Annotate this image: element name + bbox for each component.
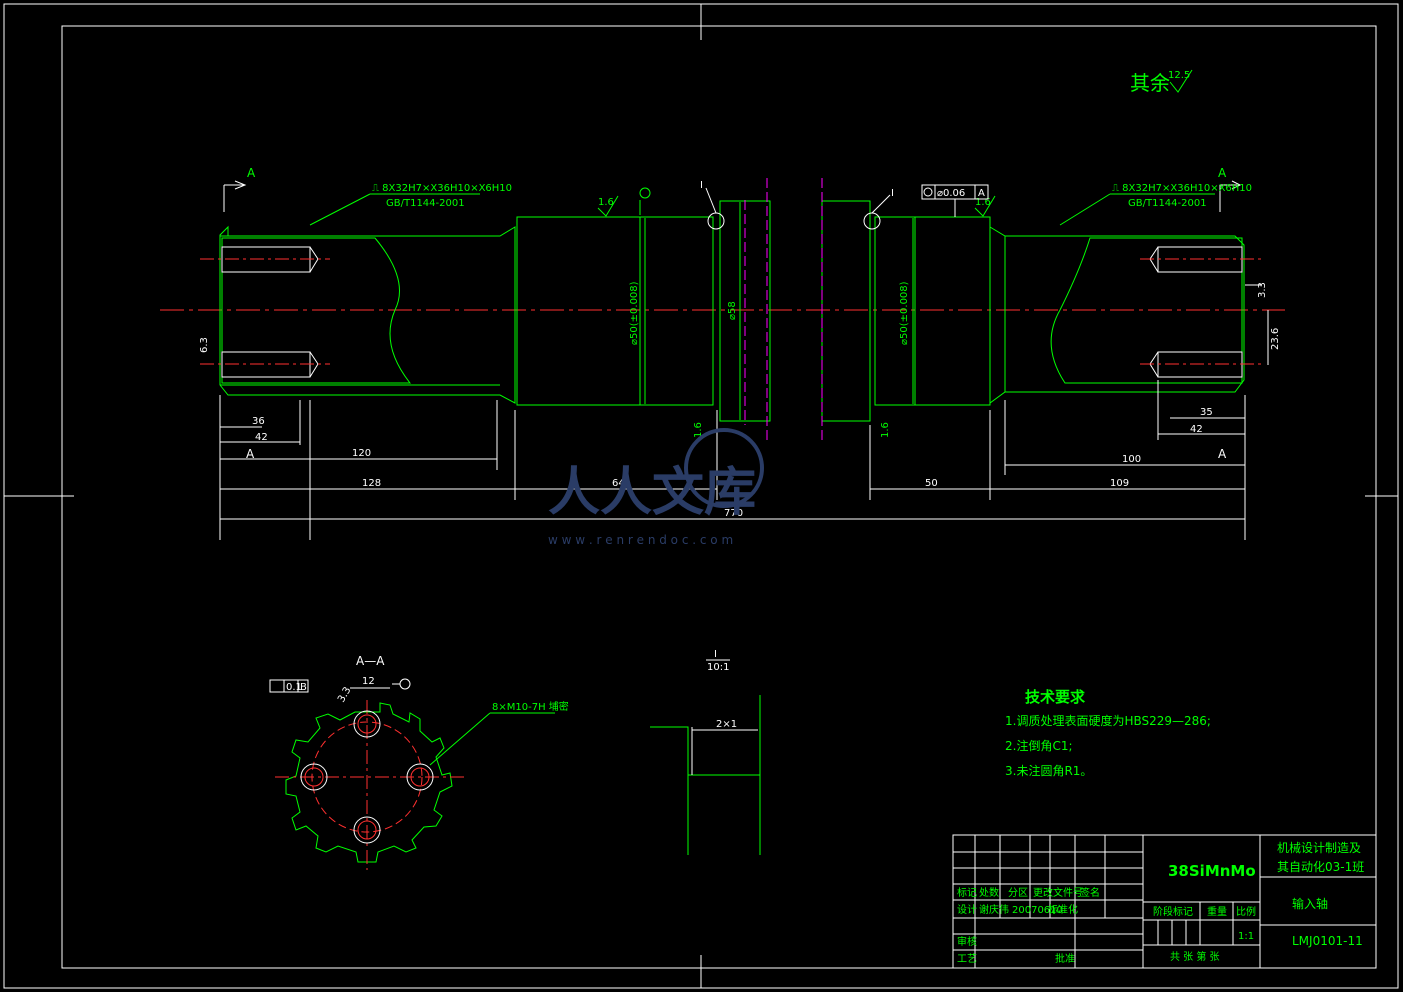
section-mark-bottom-right: A	[1218, 447, 1227, 461]
section-view-aa: A—A 12 3.3 0.1 B 8×M10-7H 埔密	[269, 654, 569, 870]
material: 38SiMnMo	[1168, 862, 1256, 880]
svg-text:42: 42	[255, 432, 268, 443]
tech-item-1: 1.调质处理表面硬度为HBS229—286;	[1005, 713, 1211, 728]
section-mark-right: A	[1218, 166, 1242, 212]
shaft-outline	[219, 200, 1245, 422]
side-dims: 6.3 3.3 23.6	[199, 282, 1281, 365]
svg-text:128: 128	[362, 478, 381, 489]
svg-text:GB/T1144-2001: GB/T1144-2001	[386, 198, 465, 209]
detail-mark-left: I	[700, 180, 725, 230]
svg-text:3.3: 3.3	[1257, 282, 1268, 298]
break-lines	[744, 178, 823, 440]
section-hatch	[200, 237, 1262, 384]
svg-text:B: B	[300, 682, 307, 693]
tech-requirements: 技术要求 1.调质处理表面硬度为HBS229—286; 2.注倒角C1; 3.未…	[1005, 688, 1211, 778]
svg-text:签名: 签名	[1080, 886, 1100, 899]
roughness-value: 12.5	[1168, 70, 1190, 81]
svg-text:⌀50(±0.008): ⌀50(±0.008)	[629, 281, 640, 345]
roughness-note: 其余 12.5	[1130, 69, 1193, 95]
designer-name: 谢庆伟	[979, 903, 1009, 916]
svg-text:1.6: 1.6	[693, 422, 704, 438]
svg-text:6.3: 6.3	[199, 337, 210, 353]
tech-item-3: 3.未注圆角R1。	[1005, 763, 1092, 778]
svg-text:64: 64	[612, 478, 625, 489]
svg-text:770: 770	[724, 508, 743, 519]
roughness-label: 其余	[1130, 71, 1170, 95]
svg-text:1.6: 1.6	[975, 197, 991, 208]
svg-text:0.1: 0.1	[286, 682, 302, 693]
chamfer-label: 2×1	[716, 719, 737, 730]
tech-item-2: 2.注倒角C1;	[1005, 738, 1073, 753]
svg-text:标记: 标记	[957, 887, 977, 899]
svg-text:120: 120	[352, 448, 371, 459]
sheet-border	[3, 3, 1399, 989]
svg-text:12: 12	[362, 676, 375, 687]
roughness-symbol-icon	[1169, 69, 1193, 93]
svg-text:A: A	[1218, 166, 1227, 180]
section-view-title: A—A	[356, 654, 385, 668]
svg-text:109: 109	[1110, 478, 1129, 489]
section-mark-left: A	[223, 166, 256, 212]
watermark-url: w w w . r e n r e n d o c . c o m	[548, 533, 733, 547]
svg-text:36: 36	[252, 416, 265, 427]
svg-text:1.6: 1.6	[880, 422, 891, 438]
svg-text:23.6: 23.6	[1270, 328, 1281, 350]
svg-text:42: 42	[1190, 424, 1203, 435]
surface-marks: 1.6 1.6 1.6 1.6	[597, 187, 996, 438]
svg-text:A: A	[978, 188, 985, 199]
tech-title: 技术要求	[1025, 688, 1086, 706]
svg-text:I: I	[700, 180, 703, 191]
section-mark-bottom-left: A	[246, 447, 255, 461]
svg-text:50: 50	[925, 478, 938, 489]
svg-text:35: 35	[1200, 407, 1213, 418]
svg-text:1.6: 1.6	[598, 197, 614, 208]
datum-icon	[639, 187, 651, 199]
detail-view-title: I	[714, 649, 717, 660]
svg-text:批准: 批准	[1055, 952, 1075, 965]
svg-text:审核: 审核	[957, 935, 977, 948]
svg-text:设计: 设计	[957, 903, 977, 916]
datum-b-icon	[399, 678, 411, 690]
svg-text:分区: 分区	[1008, 887, 1028, 899]
school-line-1: 机械设计制造及	[1277, 840, 1361, 855]
svg-text:I: I	[891, 188, 894, 199]
detail-view-i: I 10:1 2×1	[650, 649, 761, 855]
spline-spec-right: ⎍ 8X32H7×X36H10×X6H10 GB/T1144-2001	[1059, 183, 1252, 226]
runout-icon	[923, 187, 933, 197]
svg-text:比例: 比例	[1236, 905, 1256, 918]
svg-text:⎍ 8X32H7×X36H10×X6H10: ⎍ 8X32H7×X36H10×X6H10	[372, 183, 512, 194]
detail-mark-right: I	[863, 188, 894, 230]
detail-view-scale: 10:1	[707, 662, 729, 673]
dimension-lines: 36 42 120 128 64 50 109 100 770 35 42	[219, 380, 1246, 540]
svg-text:⌀50(±0.008): ⌀50(±0.008)	[899, 281, 910, 345]
hole-note: 8×M10-7H 埔密	[492, 700, 569, 713]
svg-text:⎍ 8X32H7×X36H10×X6H10: ⎍ 8X32H7×X36H10×X6H10	[1112, 183, 1252, 194]
drawing-number: LMJ0101-11	[1292, 934, 1363, 948]
svg-text:⌀0.06: ⌀0.06	[937, 188, 965, 199]
design-date: 20070610	[1012, 905, 1063, 916]
watermark-text: 人人文库	[548, 463, 756, 523]
svg-text:阶段标记: 阶段标记	[1153, 905, 1193, 918]
svg-text:处数: 处数	[979, 886, 999, 899]
svg-text:A: A	[247, 166, 256, 180]
svg-text:标准化: 标准化	[1048, 903, 1078, 916]
part-name: 输入轴	[1292, 896, 1328, 911]
diameter-labels: ⌀50(±0.008) ⌀58 ⌀50(±0.008)	[629, 202, 914, 420]
svg-text:100: 100	[1122, 454, 1141, 465]
svg-text:工艺: 工艺	[957, 953, 977, 965]
school-line-2: 其自动化03-1班	[1277, 860, 1364, 874]
svg-text:共 张 第 张: 共 张 第 张	[1170, 950, 1220, 963]
watermark: 人人文库 w w w . r e n r e n d o c . c o m	[548, 428, 764, 547]
spline-spec-left: ⎍ 8X32H7×X36H10×X6H10 GB/T1144-2001	[309, 183, 512, 226]
svg-text:更改文件号: 更改文件号	[1033, 886, 1083, 899]
scale-value: 1:1	[1238, 931, 1254, 942]
tolerance-frame: ⌀0.06 A	[921, 184, 989, 217]
title-block: 标记 处数 分区 更改文件号 签名 设计 谢庆伟 20070610 标准化 审核…	[952, 834, 1377, 969]
svg-text:⌀58: ⌀58	[727, 301, 738, 320]
svg-text:GB/T1144-2001: GB/T1144-2001	[1128, 198, 1207, 209]
svg-text:重量: 重量	[1207, 905, 1227, 918]
